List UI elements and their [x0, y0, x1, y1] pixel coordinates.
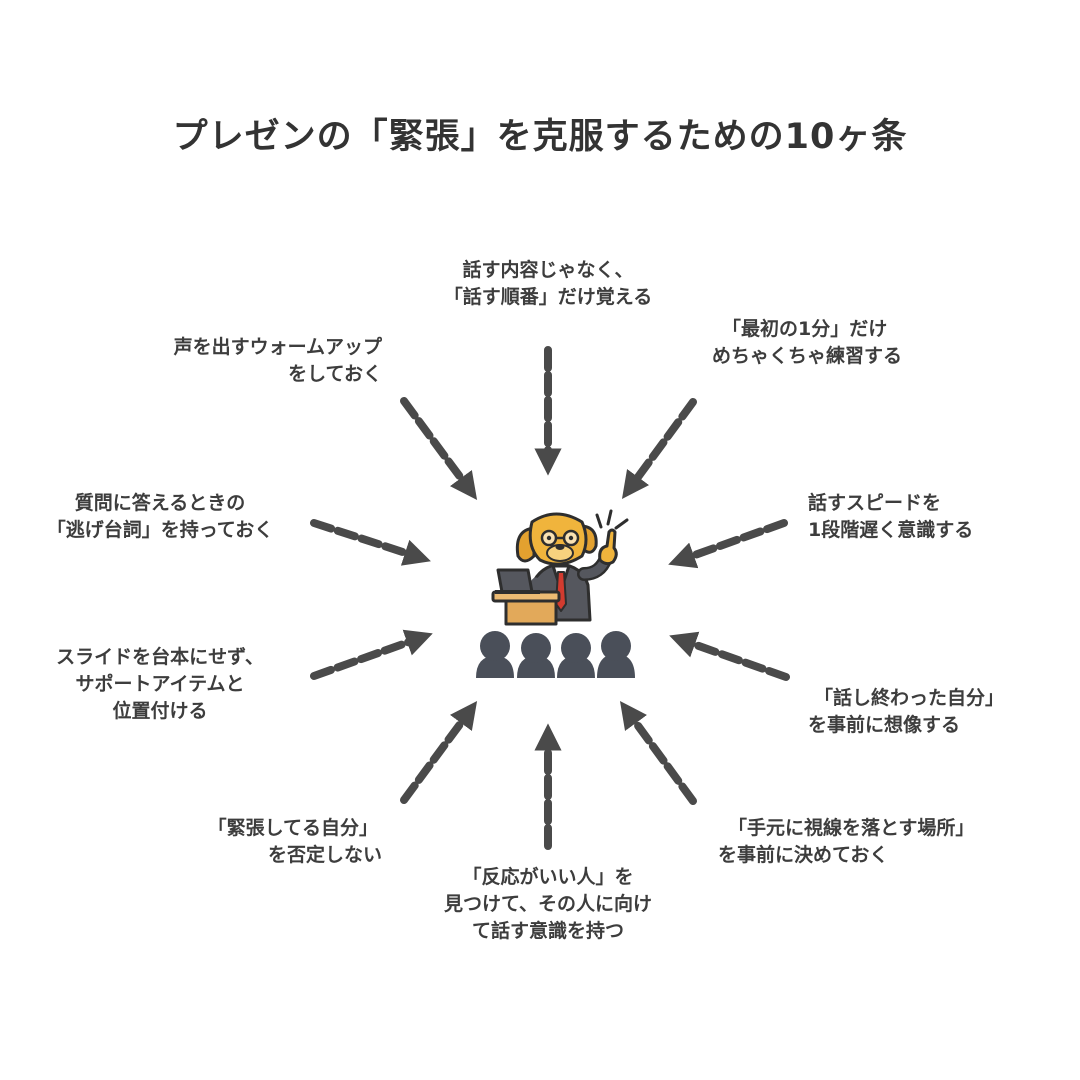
tip-line: めちゃくちゃ練習する — [712, 345, 903, 367]
tip-line: スライドを台本にせず、 — [56, 646, 264, 668]
tip-responsive-person: 「反応がいい人」を 見つけて、その人に向け て話す意識を持つ — [398, 864, 698, 945]
arrow-icon — [621, 398, 697, 499]
tip-gaze-spot: 「手元に視線を落とす場所」 を事前に決めておく — [718, 815, 1058, 869]
tip-speaking-order: 話す内容じゃなく、 「話す順番」だけ覚える — [398, 257, 698, 311]
page-title: プレゼンの「緊張」を克服するための10ヶ条 — [172, 117, 908, 157]
tip-line: 見つけて、その人に向け — [443, 893, 653, 915]
tip-line: 質問に答えるときの — [74, 492, 246, 514]
tip-line: を否定しない — [267, 844, 382, 866]
arrow-icon — [310, 629, 433, 680]
tip-line: 話す内容じゃなく、 — [462, 259, 634, 281]
tip-line: 「反応がいい人」を — [462, 866, 634, 888]
tip-imagine-finished: 「話し終わった自分」 を事前に想像する — [808, 685, 1068, 739]
tip-line: 「手元に視線を落とす場所」 — [728, 817, 975, 839]
tip-line: 「緊張してる自分」 — [207, 817, 378, 839]
arrow-icon — [669, 631, 790, 681]
arrow-icon — [310, 519, 431, 566]
arrow-icon — [400, 397, 478, 500]
tip-line: 話すスピードを — [808, 492, 942, 514]
tip-line: 「話し終わった自分」 — [814, 687, 1005, 709]
tip-line: て話す意識を持つ — [471, 920, 624, 942]
tip-line: をしておく — [288, 363, 382, 385]
tip-line: サポートアイテムと — [75, 673, 245, 695]
tip-line: 1段階遅く意識する — [808, 519, 974, 541]
tip-escape-lines: 質問に答えるときの 「逃げ台詞」を持っておく — [10, 490, 310, 544]
tip-line: 声を出すウォームアップ — [173, 336, 382, 358]
tip-line: 位置付ける — [112, 700, 208, 722]
arrow-icon — [668, 519, 788, 569]
tip-line: を事前に想像する — [808, 714, 961, 736]
tip-line: 「逃げ台詞」を持っておく — [46, 519, 274, 541]
tip-line: 「話す順番」だけ覚える — [443, 286, 653, 308]
tip-line: 「最初の1分」だけ — [722, 318, 888, 340]
podium-icon — [491, 590, 561, 626]
tip-slides-support: スライドを台本にせず、 サポートアイテムと 位置付ける — [20, 644, 300, 725]
tip-line: を事前に決めておく — [718, 844, 889, 866]
laptop-icon — [495, 568, 540, 594]
tip-speaking-speed: 話すスピードを 1段階遅く意識する — [808, 490, 1058, 544]
audience-icon — [476, 631, 635, 678]
tip-voice-warmup: 声を出すウォームアップ をしておく — [60, 334, 382, 388]
tip-accept-nervousness: 「緊張してる自分」 を否定しない — [60, 815, 382, 869]
arrow-icon — [400, 701, 478, 804]
arrows — [310, 346, 790, 850]
tip-first-minute: 「最初の1分」だけ めちゃくちゃ練習する — [712, 316, 1012, 370]
arrow-icon — [619, 701, 697, 805]
